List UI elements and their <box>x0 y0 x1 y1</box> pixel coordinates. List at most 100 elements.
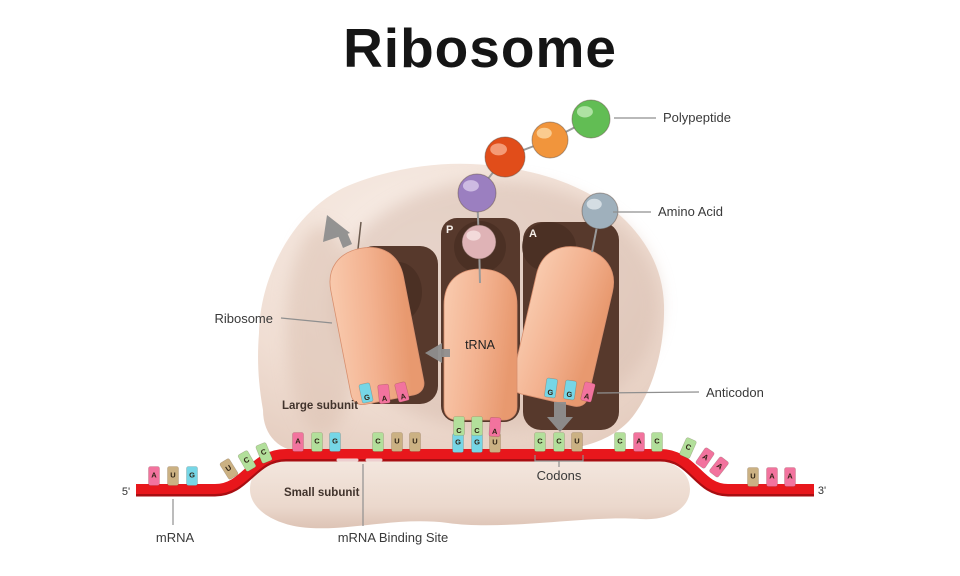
svg-text:A: A <box>769 472 775 481</box>
codon-nucleotide-U: U <box>747 467 759 487</box>
codon-nucleotide-G: G <box>452 433 464 453</box>
codons-label: Codons <box>537 468 582 483</box>
shift-left-arrow-tail <box>442 349 450 357</box>
a-site-trna <box>511 246 614 407</box>
codon-nucleotide-G: G <box>329 432 341 452</box>
codon-nucleotide-A: A <box>633 432 645 452</box>
svg-text:C: C <box>259 447 268 458</box>
svg-text:U: U <box>492 438 497 447</box>
p-site-amino-acid-bead <box>461 224 497 260</box>
svg-text:G: G <box>455 438 461 447</box>
svg-text:C: C <box>684 442 693 453</box>
p-site-letter: P <box>446 224 453 236</box>
anticodon-nucleotide-A: A <box>580 381 596 403</box>
svg-text:A: A <box>295 437 301 446</box>
svg-text:U: U <box>394 437 399 446</box>
anticodon-nucleotide-G: G <box>544 377 558 399</box>
anticodon-nucleotide-G: G <box>563 379 577 401</box>
svg-text:A: A <box>715 461 725 472</box>
codons-bracket <box>534 455 584 467</box>
mrna-strand-main <box>136 449 814 494</box>
svg-text:C: C <box>474 426 480 435</box>
annotations: Polypeptide Amino Acid Ribosome Anticodo… <box>122 110 826 545</box>
svg-text:A: A <box>787 472 793 481</box>
svg-text:A: A <box>583 391 591 401</box>
small-subunit-body <box>249 456 690 529</box>
large-subunit-label: Large subunit <box>282 400 358 412</box>
anticodon-label: Anticodon <box>706 385 764 400</box>
p-site-trna <box>443 268 518 421</box>
e-trna-stick <box>357 221 362 250</box>
svg-text:G: G <box>474 438 480 447</box>
down-arrow-tail <box>554 402 566 417</box>
page-title: Ribosome <box>343 17 617 79</box>
three-prime-label: 3' <box>818 485 826 497</box>
codon-nucleotide-U: U <box>219 458 239 480</box>
codon-nucleotide-U: U <box>391 432 403 452</box>
amino-acid-label: Amino Acid <box>658 204 723 219</box>
a-site-letter: A <box>529 228 537 240</box>
polypeptide-label: Polypeptide <box>663 110 731 125</box>
svg-text:G: G <box>547 388 554 398</box>
incoming-amino-acid-bead <box>581 192 619 230</box>
mrna-label: mRNA <box>156 530 195 545</box>
codon-nucleotide-A: A <box>784 467 796 487</box>
anticodon-nucleotide-A: A <box>394 381 410 403</box>
codon-nucleotide-A: A <box>709 456 729 478</box>
five-prime-label: 5' <box>122 486 130 498</box>
anticodon-nucleotide-C: C <box>453 416 465 436</box>
codon-nucleotide-C: C <box>255 442 273 464</box>
svg-text:A: A <box>151 471 157 480</box>
codon-nucleotide-U: U <box>571 432 583 452</box>
translocation-arrows <box>323 215 573 432</box>
svg-text:C: C <box>654 437 660 446</box>
svg-text:G: G <box>332 437 338 446</box>
exit-arrow-tail <box>337 230 352 248</box>
codon-nucleotide-G: G <box>186 466 198 486</box>
ribosome-label: Ribosome <box>214 311 273 326</box>
codon-nucleotide-C: C <box>311 432 323 452</box>
codon-nucleotide-A: A <box>695 447 715 469</box>
codon-nucleotide-C: C <box>534 432 546 452</box>
anticodon-nucleotide-A: A <box>488 416 502 438</box>
svg-text:G: G <box>189 471 195 480</box>
codon-nucleotide-C: C <box>237 450 257 472</box>
codon-nucleotide-U: U <box>409 432 421 452</box>
shift-left-arrow-icon <box>425 343 442 363</box>
anticodon-nucleotide-G: G <box>358 382 374 404</box>
polypeptide-bead-orange <box>531 121 569 159</box>
svg-text:U: U <box>412 437 417 446</box>
svg-text:C: C <box>242 455 252 466</box>
codon-nucleotide-U: U <box>167 466 179 486</box>
svg-text:U: U <box>750 472 755 481</box>
codon-nucleotide-A: A <box>148 466 160 486</box>
svg-text:C: C <box>617 437 623 446</box>
svg-text:C: C <box>456 426 462 435</box>
svg-text:C: C <box>314 437 320 446</box>
codon-nucleotide-C: C <box>614 432 626 452</box>
svg-text:A: A <box>701 452 711 463</box>
svg-text:C: C <box>375 437 381 446</box>
svg-text:A: A <box>381 394 388 404</box>
codon-nucleotide-C: C <box>372 432 384 452</box>
anticodon-leader-line <box>596 391 700 394</box>
polypeptide-bead-purple <box>457 173 497 213</box>
ribosome-leader-line <box>280 317 333 324</box>
anticodon-nucleotide-A: A <box>377 383 391 405</box>
svg-text:C: C <box>556 437 562 446</box>
codon-nucleotide-A: A <box>292 432 304 452</box>
codon-nucleotide-C: C <box>553 432 565 452</box>
svg-text:A: A <box>492 427 499 436</box>
down-arrow-icon <box>547 417 573 432</box>
mrna-strand <box>136 449 814 497</box>
anticodon-nucleotide-C: C <box>471 416 483 436</box>
svg-text:A: A <box>636 437 642 446</box>
e-site-trna <box>329 247 425 405</box>
codon-nucleotide-G: G <box>471 433 483 453</box>
svg-text:U: U <box>574 437 579 446</box>
svg-text:G: G <box>566 390 573 400</box>
small-subunit-label: Small subunit <box>284 487 360 499</box>
mrna-binding-site-label: mRNA Binding Site <box>338 530 449 545</box>
